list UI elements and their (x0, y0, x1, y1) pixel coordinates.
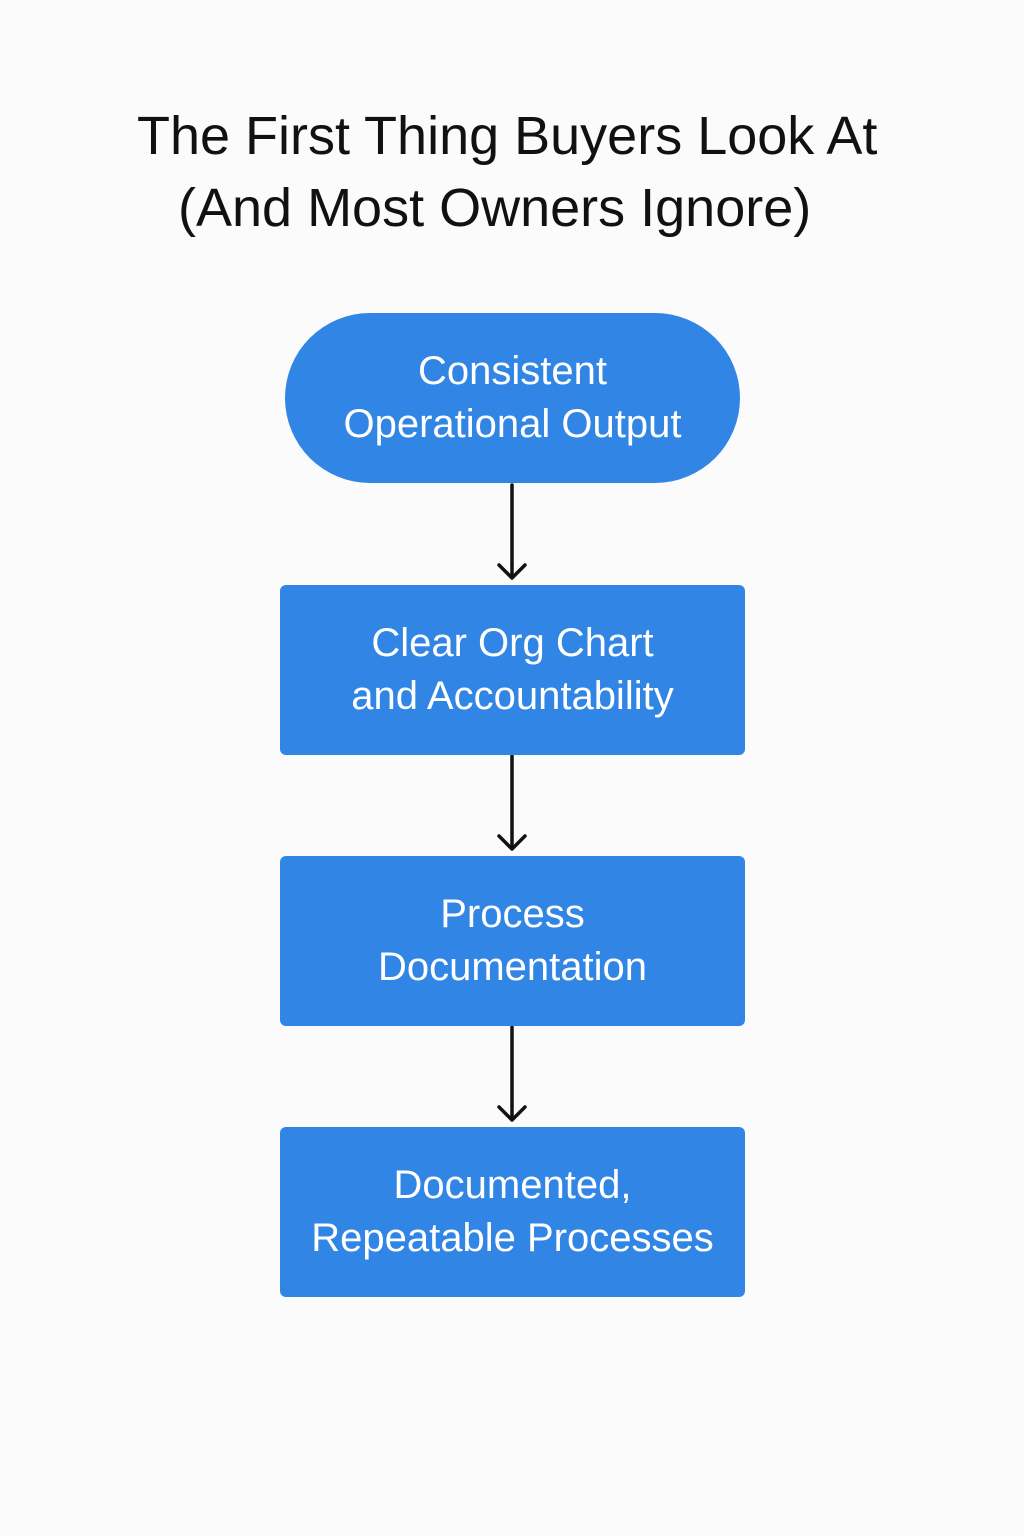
title-line-2: (And Most Owners Ignore) (178, 178, 812, 238)
arrow-2 (497, 754, 527, 851)
node-3-line-1: Process (440, 892, 585, 936)
node-documented-repeatable-processes: Documented, Repeatable Processes (280, 1127, 745, 1297)
arrow-3 (497, 1025, 527, 1122)
node-1-line-2: Operational Output (343, 402, 682, 446)
node-2-line-1: Clear Org Chart (371, 621, 654, 665)
node-3-line-2: Documentation (377, 945, 648, 989)
title-line-1: The First Thing Buyers Look At (137, 106, 878, 166)
node-1-line-1: Consistent (418, 349, 607, 393)
arrow-1 (497, 483, 527, 580)
node-2-line-2: and Accountability (351, 674, 674, 718)
node-4-line-2: Repeatable Processes (311, 1216, 714, 1260)
node-process-documentation: Process Documentation (280, 856, 745, 1026)
node-4-line-1: Documented, (393, 1163, 632, 1207)
node-consistent-operational-output: Consistent Operational Output (285, 313, 740, 483)
diagram-title: The First Thing Buyers Look At (And Most… (60, 100, 960, 244)
node-clear-org-chart: Clear Org Chart and Accountability (280, 585, 745, 755)
